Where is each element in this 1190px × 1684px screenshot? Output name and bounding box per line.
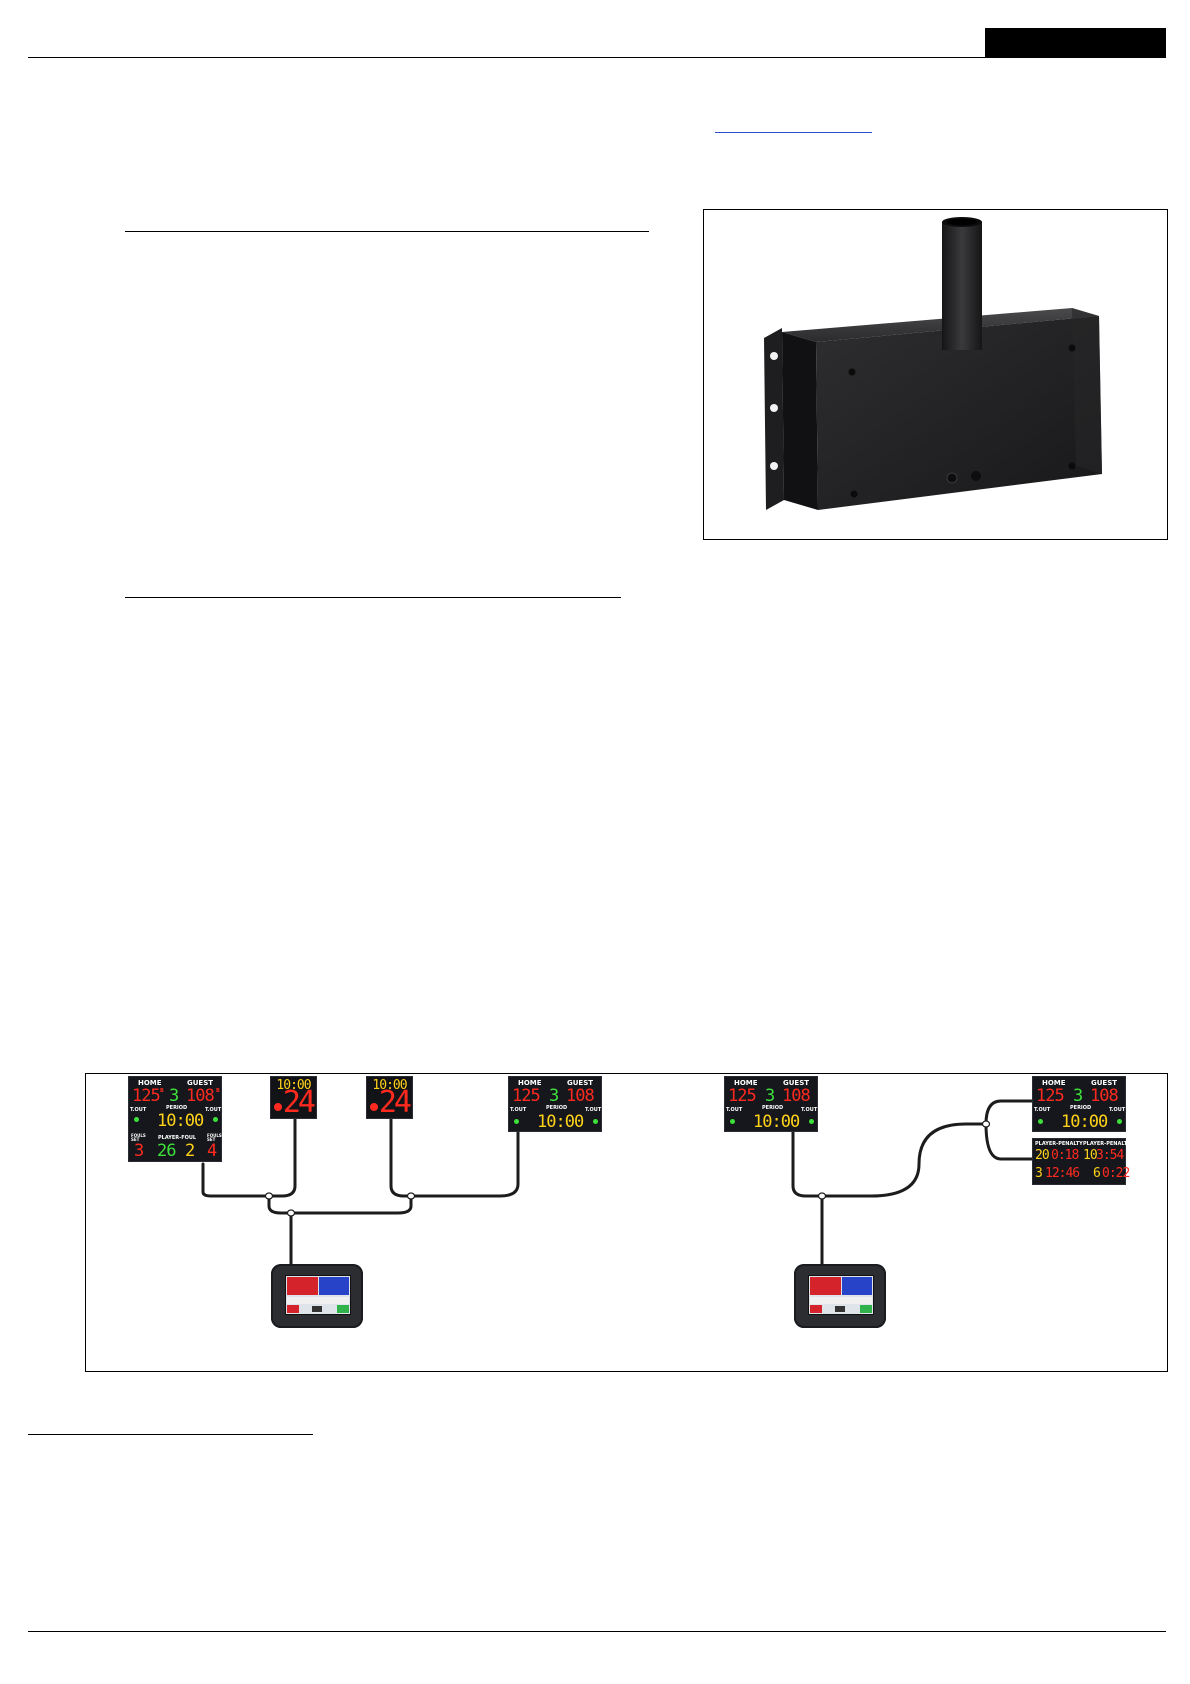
home-score: 125 — [132, 1086, 161, 1106]
mounting-box-image — [764, 217, 1102, 510]
player-number: 26 — [157, 1141, 177, 1161]
system-diagram: HOME GUEST 125 B 3 108 B T.OUT PERIOD T.… — [85, 1073, 1168, 1372]
game-clock: 10:00 — [537, 1112, 584, 1132]
shot-clock-time: 10:00 — [372, 1078, 407, 1093]
home-label: HOME — [138, 1079, 162, 1087]
home-label: HOME — [734, 1079, 758, 1087]
player-fouls: 2 — [185, 1141, 195, 1161]
header-rule — [28, 57, 1166, 58]
penalty-label-right: PLAYER-PENALTY — [1083, 1141, 1131, 1147]
fouls-label-right: FOULS SET — [207, 1133, 222, 1142]
timeout-led — [134, 1117, 139, 1122]
tout-label-left: T.OUT — [726, 1107, 743, 1113]
timeout-led — [730, 1119, 735, 1124]
tout-label-left: T.OUT — [1034, 1107, 1051, 1113]
top-link[interactable] — [715, 132, 872, 133]
penalty-time: 0:22 — [1102, 1166, 1130, 1181]
game-clock: 10:00 — [753, 1112, 800, 1132]
guest-score: 108 — [186, 1086, 215, 1106]
home-label: HOME — [1042, 1079, 1066, 1087]
fouls-label-left: FOULS SET — [131, 1133, 146, 1142]
home-score: 125 — [1036, 1086, 1065, 1106]
penalty-player: 6 — [1093, 1166, 1101, 1181]
home-label: HOME — [518, 1079, 542, 1087]
timeout-led — [593, 1119, 598, 1124]
scoreboard-1-right: HOME GUEST 125 3 108 T.OUT PERIOD T.OUT … — [724, 1076, 818, 1132]
game-clock: 10:00 — [1061, 1112, 1108, 1132]
shot-clock-1: 10:00 24 — [270, 1076, 317, 1119]
penalty-player: 3 — [1035, 1166, 1043, 1181]
guest-score: 108 — [782, 1086, 811, 1106]
control-console-right — [794, 1264, 886, 1328]
penalty-time: 0:18 — [1051, 1148, 1079, 1163]
period-label: PERIOD — [1070, 1105, 1092, 1111]
cable-lines — [201, 1099, 1034, 1266]
header-tab — [985, 28, 1166, 58]
timeout-led — [514, 1119, 519, 1124]
penalty-player: 20 — [1035, 1148, 1050, 1163]
timeout-led — [809, 1119, 814, 1124]
shot-clock-2: 10:00 24 — [366, 1076, 413, 1119]
shot-clock-seconds: 24 — [282, 1085, 316, 1120]
shot-clock-seconds: 24 — [378, 1085, 412, 1120]
guest-score: 108 — [566, 1086, 595, 1106]
tout-label-right: T.OUT — [1109, 1107, 1126, 1113]
guest-score: 108 — [1090, 1086, 1119, 1106]
guest-fouls: 4 — [207, 1141, 217, 1161]
timeout-led — [213, 1117, 218, 1122]
timeout-led — [1117, 1119, 1122, 1124]
guest-label: GUEST — [567, 1079, 594, 1087]
penalty-time: 12:46 — [1045, 1166, 1080, 1181]
game-clock: 10:00 — [157, 1111, 204, 1131]
period-value: 3 — [549, 1086, 559, 1106]
product-photo — [703, 209, 1168, 540]
control-console-left — [271, 1264, 363, 1328]
period-value: 3 — [1073, 1086, 1083, 1106]
tout-label-right: T.OUT — [205, 1107, 222, 1113]
guest-label: GUEST — [1091, 1079, 1118, 1087]
home-bonus: B — [160, 1088, 164, 1094]
shot-clock-led — [370, 1103, 378, 1111]
footer-rule — [28, 1631, 1166, 1632]
penalty-label-left: PLAYER-PENALTY — [1035, 1141, 1083, 1147]
tout-label-right: T.OUT — [585, 1107, 602, 1113]
period-label: PERIOD — [166, 1105, 188, 1111]
timeout-led — [1038, 1119, 1043, 1124]
scoreboard-2-right: HOME GUEST 125 3 108 T.OUT PERIOD T.OUT … — [1032, 1076, 1126, 1132]
tout-label-left: T.OUT — [130, 1107, 147, 1113]
tout-label-right: T.OUT — [801, 1107, 818, 1113]
period-value: 3 — [765, 1086, 775, 1106]
guest-label: GUEST — [783, 1079, 810, 1087]
shot-clock-led — [274, 1103, 282, 1111]
section-rule-1 — [125, 231, 649, 232]
period-value: 3 — [169, 1086, 179, 1106]
section-rule-3 — [28, 1434, 313, 1435]
penalty-board: PLAYER-PENALTY PLAYER-PENALTY 20 0:18 10… — [1032, 1138, 1131, 1185]
player-foul-label: PLAYER-FOUL — [158, 1135, 197, 1141]
penalty-player: 10 — [1083, 1148, 1098, 1163]
home-fouls: 3 — [134, 1141, 144, 1161]
period-label: PERIOD — [762, 1105, 784, 1111]
shot-clock-time: 10:00 — [276, 1078, 311, 1093]
scoreboard-2-left: HOME GUEST 125 3 108 T.OUT PERIOD T.OUT … — [508, 1076, 602, 1132]
penalty-time: 3:54 — [1096, 1148, 1124, 1163]
tout-label-left: T.OUT — [510, 1107, 527, 1113]
console-screen — [808, 1275, 874, 1315]
guest-bonus: B — [216, 1088, 220, 1094]
home-score: 125 — [728, 1086, 757, 1106]
console-screen — [285, 1275, 351, 1315]
section-rule-2 — [125, 597, 621, 598]
home-score: 125 — [512, 1086, 541, 1106]
guest-label: GUEST — [187, 1079, 214, 1087]
scoreboard-with-fouls: HOME GUEST 125 B 3 108 B T.OUT PERIOD T.… — [128, 1076, 222, 1162]
period-label: PERIOD — [546, 1105, 568, 1111]
